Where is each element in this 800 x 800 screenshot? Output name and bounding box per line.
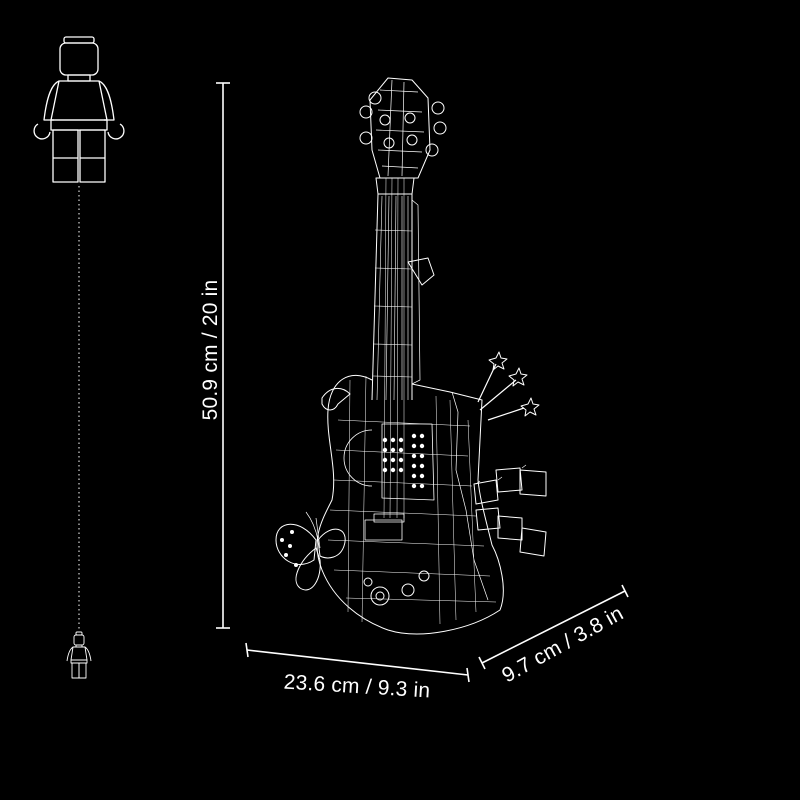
depth-dimension-line <box>478 584 629 670</box>
width-dimension-line <box>245 642 470 683</box>
height-dimension-line <box>216 82 230 629</box>
minifigure-large-icon <box>33 36 125 183</box>
guitar-model-icon <box>275 77 547 635</box>
minifigure-small-icon <box>66 631 92 679</box>
height-dimension-label: 50.9 cm / 20 in <box>199 279 222 421</box>
